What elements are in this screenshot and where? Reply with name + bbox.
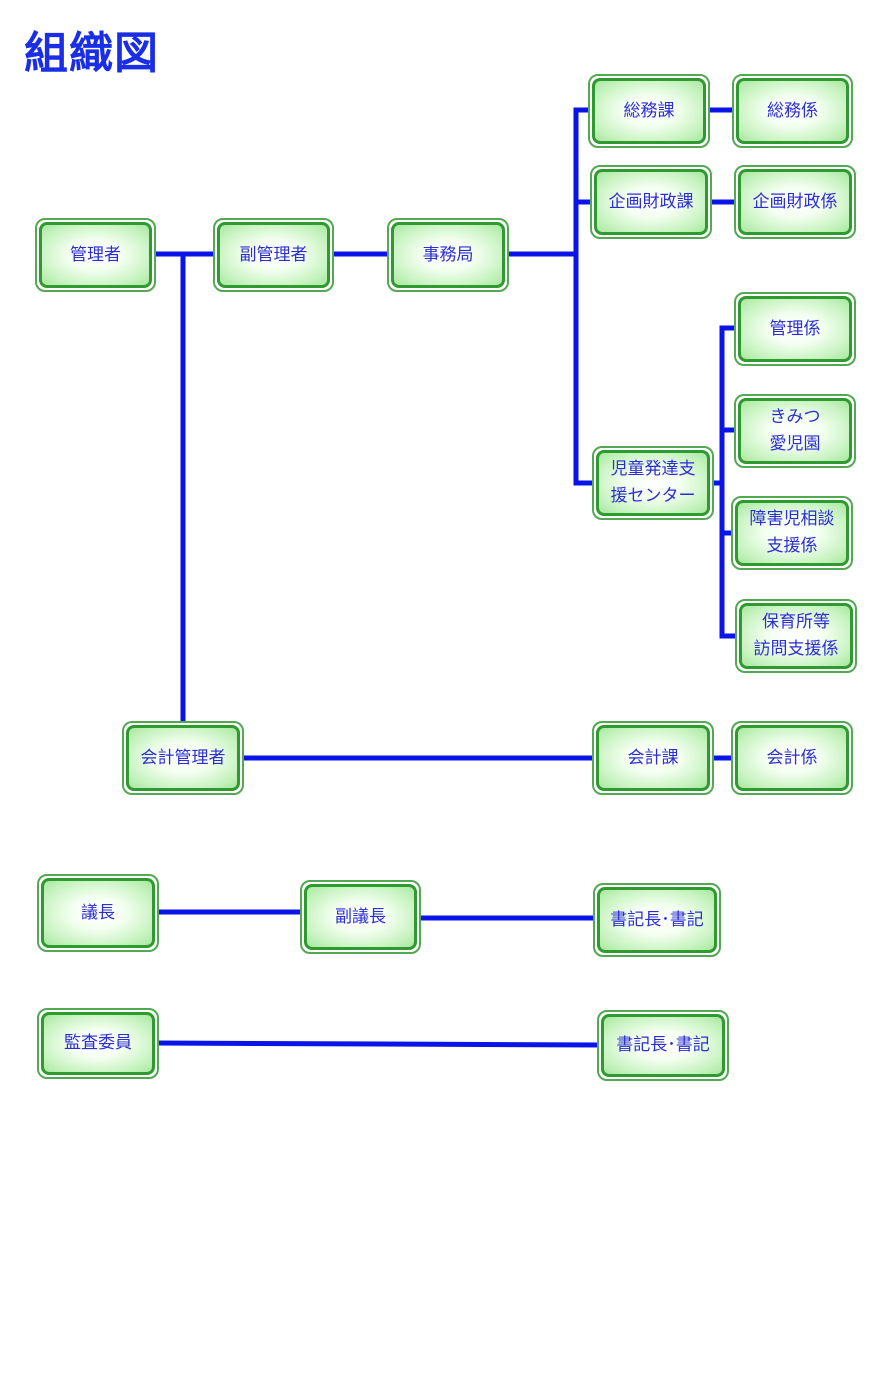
node-label: 会計課 xyxy=(596,725,710,791)
node-kaikeika[interactable]: 会計課 xyxy=(592,721,714,795)
node-kanrigakari[interactable]: 管理係 xyxy=(734,292,856,366)
node-label: 監査委員 xyxy=(41,1012,155,1075)
node-label: 書記長･書記 xyxy=(601,1014,725,1077)
node-label: 保育所等 訪問支援係 xyxy=(739,603,853,669)
node-label: 会計係 xyxy=(735,725,849,791)
node-label: 管理者 xyxy=(39,222,152,288)
node-gicho[interactable]: 議長 xyxy=(37,874,159,952)
node-kansa-iin[interactable]: 監査委員 xyxy=(37,1008,159,1079)
node-somuka[interactable]: 総務課 xyxy=(588,74,710,148)
node-label: 管理係 xyxy=(738,296,852,362)
node-label: 事務局 xyxy=(391,222,505,288)
node-kaikeigakari[interactable]: 会計係 xyxy=(731,721,853,795)
node-fuku-kanrisha[interactable]: 副管理者 xyxy=(213,218,334,292)
node-kikaku-zaiseigakari[interactable]: 企画財政係 xyxy=(734,165,856,239)
node-shogaiji-sodan[interactable]: 障害児相談 支援係 xyxy=(731,496,853,570)
node-label: 書記長･書記 xyxy=(597,887,717,953)
node-label: 会計管理者 xyxy=(126,725,240,791)
node-label: 議長 xyxy=(41,878,155,948)
node-fuku-gicho[interactable]: 副議長 xyxy=(300,880,421,954)
connector-kansa-shokicho xyxy=(154,1040,601,1048)
node-kikaku-zaiseika[interactable]: 企画財政課 xyxy=(590,165,712,239)
node-label: 企画財政課 xyxy=(594,169,708,235)
node-label: 障害児相談 支援係 xyxy=(735,500,849,566)
node-label: 副管理者 xyxy=(217,222,330,288)
node-label: きみつ 愛児園 xyxy=(738,398,852,464)
node-label: 児童発達支 援センター xyxy=(596,450,710,516)
node-label: 企画財政係 xyxy=(738,169,852,235)
node-shokicho-gikai[interactable]: 書記長･書記 xyxy=(593,883,721,957)
node-somugakari[interactable]: 総務係 xyxy=(732,74,853,148)
node-kimitsu-aijien[interactable]: きみつ 愛児園 xyxy=(734,394,856,468)
node-shokicho-kansa[interactable]: 書記長･書記 xyxy=(597,1010,729,1081)
node-kaikei-kanrisha[interactable]: 会計管理者 xyxy=(122,721,244,795)
node-kanrisha[interactable]: 管理者 xyxy=(35,218,156,292)
node-label: 総務係 xyxy=(736,78,849,144)
page-title: 組織図 xyxy=(24,28,159,79)
node-label: 総務課 xyxy=(592,78,706,144)
node-jimukyoku[interactable]: 事務局 xyxy=(387,218,509,292)
node-label: 副議長 xyxy=(304,884,417,950)
node-jido-center[interactable]: 児童発達支 援センター xyxy=(592,446,714,520)
node-hoikusho-homon[interactable]: 保育所等 訪問支援係 xyxy=(735,599,857,673)
